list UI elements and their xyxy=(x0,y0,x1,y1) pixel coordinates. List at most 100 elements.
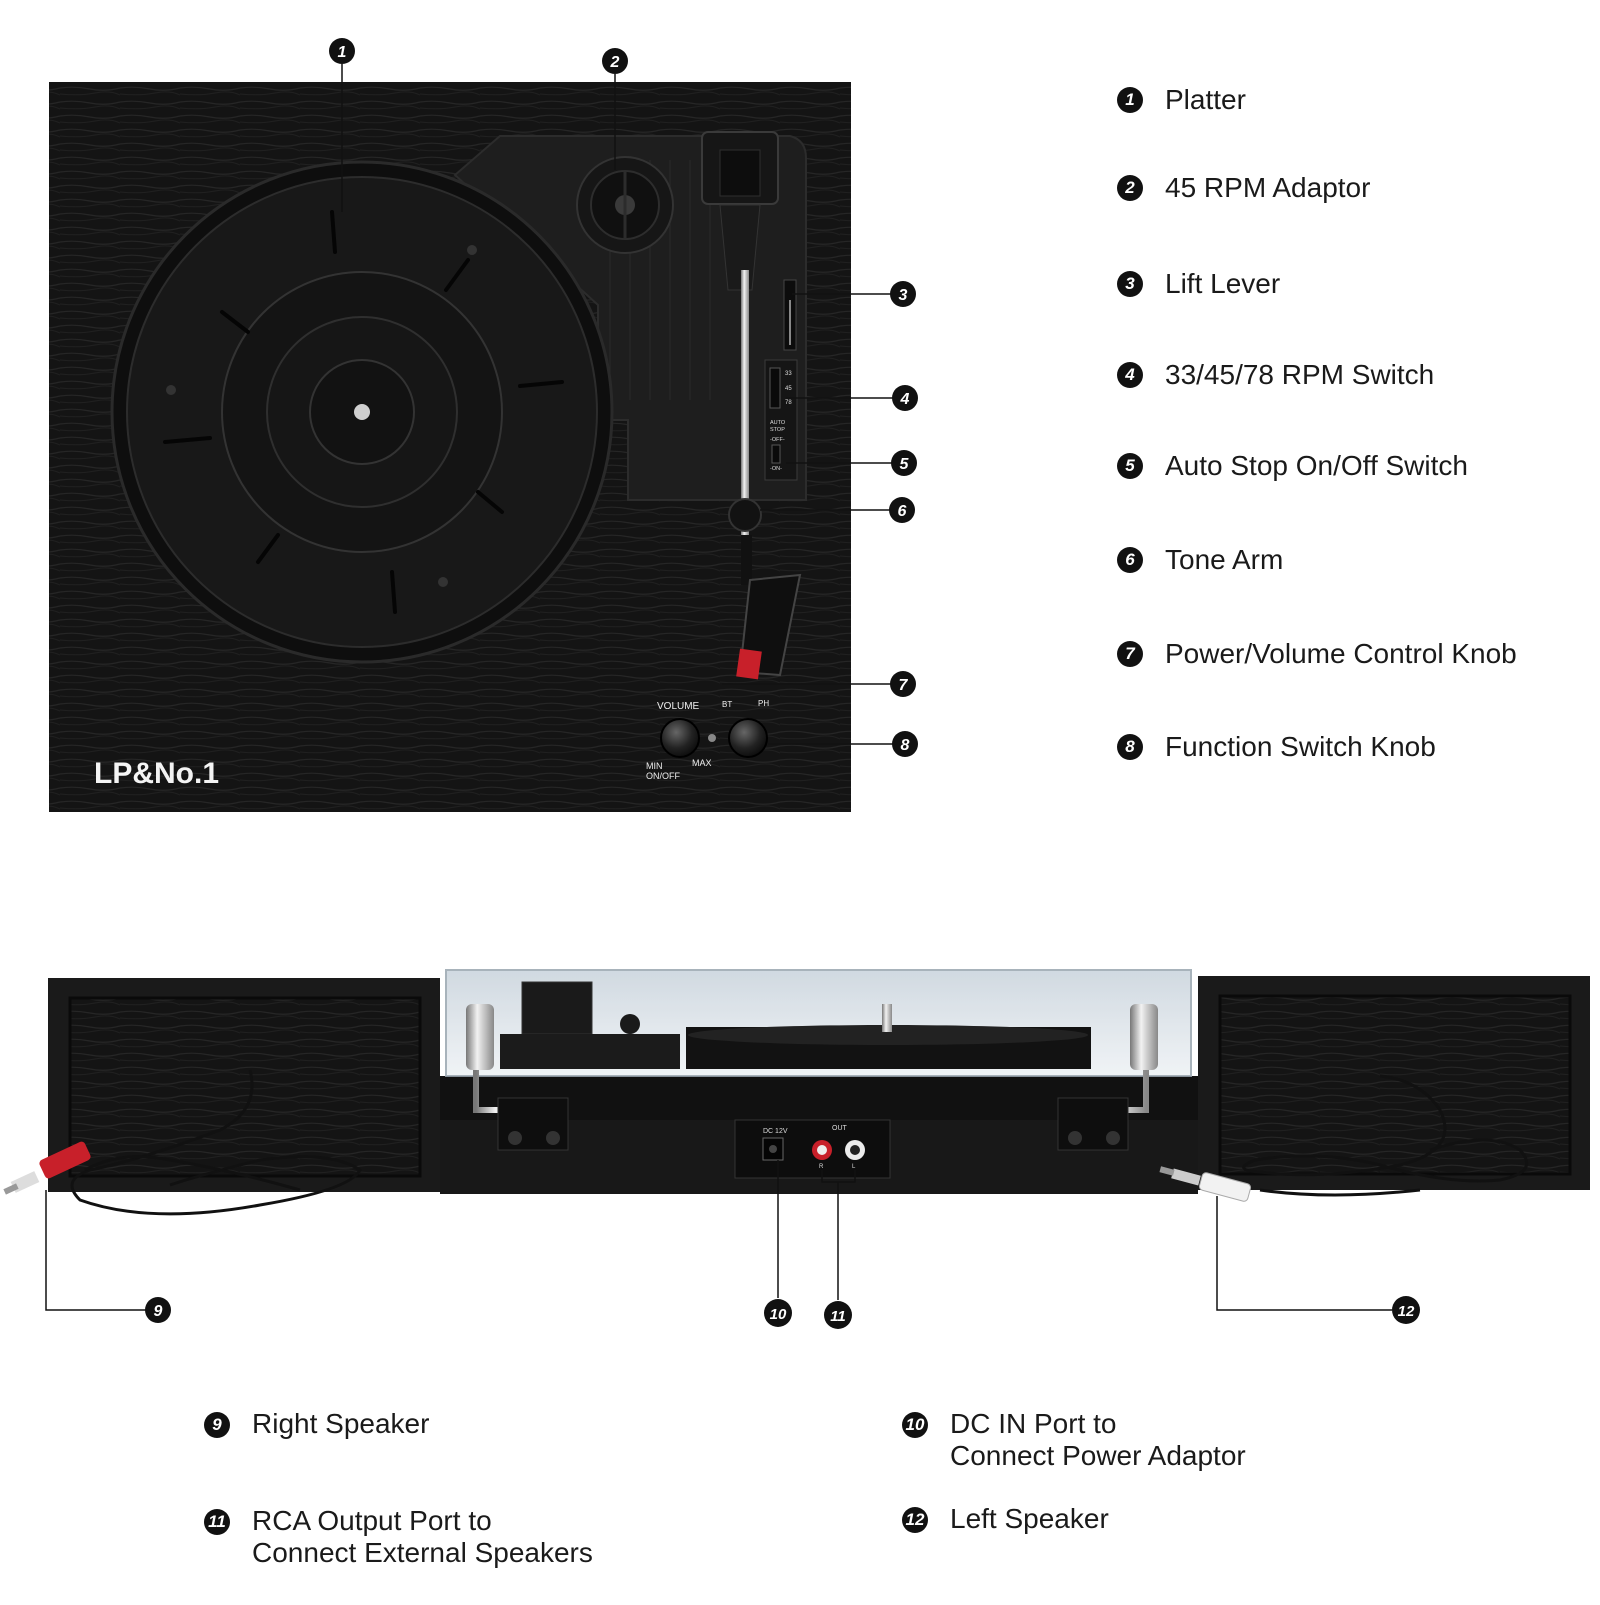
legend-number: 4 xyxy=(1117,362,1143,388)
legend-label: 45 RPM Adaptor xyxy=(1165,172,1371,203)
callout-marker-12: 12 xyxy=(1392,1296,1420,1324)
top-callout-markers: 1 2 3 4 5 6 7 8 xyxy=(329,38,918,757)
dc-12v-label: DC 12V xyxy=(763,1128,788,1135)
right-speaker-rca-plug xyxy=(3,1141,91,1195)
min-label: MIN xyxy=(646,761,663,771)
callout-marker-4: 4 xyxy=(892,385,918,411)
svg-text:3: 3 xyxy=(899,287,908,304)
legend-number: 10 xyxy=(902,1412,928,1438)
platter[interactable] xyxy=(110,160,614,664)
rpm-adaptor-icon[interactable] xyxy=(576,156,674,254)
bt-label: BT xyxy=(722,700,732,709)
bottom-callout-markers: 9 10 11 12 xyxy=(145,1296,1420,1329)
legend-item-auto-stop-switch: 5 Auto Stop On/Off Switch xyxy=(1117,450,1468,482)
legend-number: 9 xyxy=(204,1412,230,1438)
callout-marker-10: 10 xyxy=(764,1299,792,1327)
volume-label: VOLUME xyxy=(657,701,700,712)
svg-text:7: 7 xyxy=(899,677,909,694)
l-label: L xyxy=(852,1164,856,1170)
left-speaker-cable xyxy=(1242,1074,1529,1197)
rca-white-port[interactable] xyxy=(845,1140,865,1160)
svg-text:5: 5 xyxy=(900,456,910,473)
dc-in-port[interactable] xyxy=(762,1137,784,1161)
speed-33-label: 33 xyxy=(785,371,792,377)
r-label: R xyxy=(819,1164,824,1170)
rear-view: DC 12V OUT R L xyxy=(3,969,1590,1311)
legend-item-left-speaker: 12 Left Speaker xyxy=(902,1503,1109,1535)
legend-item-lift-lever: 3 Lift Lever xyxy=(1117,268,1280,300)
legend-item-power-volume-knob: 7 Power/Volume Control Knob xyxy=(1117,638,1517,670)
legend-label: 33/45/78 RPM Switch xyxy=(1165,359,1435,390)
legend-label: Left Speaker xyxy=(950,1503,1109,1534)
auto-label: AUTO xyxy=(770,420,786,426)
function-knob[interactable] xyxy=(728,718,768,758)
svg-text:12: 12 xyxy=(1398,1303,1415,1320)
right-hinge xyxy=(1057,1004,1158,1151)
volume-knob[interactable] xyxy=(660,718,700,758)
svg-text:9: 9 xyxy=(154,1303,163,1320)
legend-item-tone-arm: 6 Tone Arm xyxy=(1117,544,1283,576)
legend-number: 6 xyxy=(1117,547,1143,573)
svg-text:4: 4 xyxy=(900,391,910,408)
max-label: MAX xyxy=(692,758,712,768)
legend-item-rpm-switch: 4 33/45/78 RPM Switch xyxy=(1117,359,1434,391)
speed-switch-panel[interactable]: 33 45 78 AUTO STOP -OFF- -ON- xyxy=(764,359,798,481)
right-speaker-cable xyxy=(70,1069,362,1216)
left-hinge xyxy=(466,1004,569,1151)
callout-marker-6: 6 xyxy=(889,497,915,523)
legend-item-function-knob: 8 Function Switch Knob xyxy=(1117,731,1436,763)
legend-label: Tone Arm xyxy=(1165,544,1284,575)
legend-number: 8 xyxy=(1117,734,1143,760)
stop-label: STOP xyxy=(770,427,785,433)
legend-number: 3 xyxy=(1117,271,1143,297)
speed-45-label: 45 xyxy=(785,386,792,392)
speed-78-label: 78 xyxy=(785,400,792,406)
callout-marker-11: 11 xyxy=(824,1301,852,1329)
legend-label: Right Speaker xyxy=(252,1408,430,1439)
tone-arm[interactable] xyxy=(701,131,802,680)
right-speaker-box xyxy=(48,978,440,1192)
legend-item-45-rpm-adaptor: 2 45 RPM Adaptor xyxy=(1117,172,1370,204)
legend-number: 12 xyxy=(902,1507,928,1533)
out-label: OUT xyxy=(832,1125,848,1132)
callout-marker-1: 1 xyxy=(329,38,355,64)
power-led xyxy=(708,734,716,742)
legend-item-right-speaker: 9 Right Speaker xyxy=(204,1408,429,1440)
dust-cover xyxy=(445,969,1192,1077)
legend-number: 5 xyxy=(1117,453,1143,479)
legend-label: Auto Stop On/Off Switch xyxy=(1165,450,1468,481)
svg-text:10: 10 xyxy=(770,1306,787,1323)
brand-logo: LP&No.1 xyxy=(94,757,219,790)
svg-text:6: 6 xyxy=(898,503,907,520)
legend-item-platter: 1 Platter xyxy=(1117,84,1246,116)
legend-label: Platter xyxy=(1165,84,1246,115)
svg-text:8: 8 xyxy=(901,737,910,754)
legend-number: 1 xyxy=(1117,87,1143,113)
svg-text:1: 1 xyxy=(338,44,347,61)
onoff-label: ON/OFF xyxy=(646,771,680,781)
legend-label: Lift Lever xyxy=(1165,268,1281,299)
left-speaker-rca-plug xyxy=(1159,1166,1252,1202)
rear-port-panel: DC 12V OUT R L xyxy=(734,1119,891,1179)
legend-number: 7 xyxy=(1117,641,1143,667)
callout-marker-2: 2 xyxy=(602,48,628,74)
rca-red-port[interactable] xyxy=(812,1140,832,1160)
callout-marker-5: 5 xyxy=(891,450,917,476)
bottom-callout-lines xyxy=(45,1160,1392,1311)
callout-marker-9: 9 xyxy=(145,1297,171,1323)
callout-marker-7: 7 xyxy=(890,671,916,697)
legend-number: 2 xyxy=(1117,175,1143,201)
ph-label: PH xyxy=(758,699,769,708)
lift-lever[interactable] xyxy=(783,279,797,351)
svg-text:2: 2 xyxy=(610,54,620,71)
top-view: 33 45 78 AUTO STOP -OFF- -ON- xyxy=(49,64,893,812)
legend-label: Function Switch Knob xyxy=(1165,731,1436,762)
callout-marker-3: 3 xyxy=(890,281,916,307)
left-speaker-box xyxy=(1198,976,1590,1190)
